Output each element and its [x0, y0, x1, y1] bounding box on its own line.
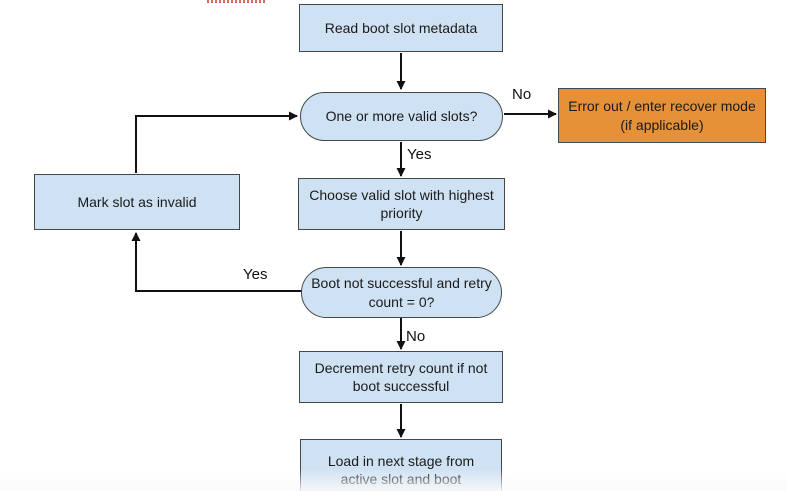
node-label: Read boot slot metadata: [324, 19, 478, 36]
node-label: Load in next stage from active slot and …: [327, 452, 475, 487]
edge-label-yes: Yes: [407, 146, 432, 163]
node-mark-slot-invalid: Mark slot as invalid: [34, 174, 240, 230]
node-label: One or more valid slots?: [325, 108, 478, 125]
edge-label-no: No: [512, 86, 532, 103]
arrow-mark-invalid-to-valid-slots: [135, 111, 298, 173]
node-read-boot-slot-metadata: Read boot slot metadata: [299, 4, 503, 52]
node-choose-valid-slot: Choose valid slot with highest priority: [298, 178, 505, 230]
arrow-bootcheck-to-mark-invalid: [131, 232, 303, 292]
edge-label-yes: Yes: [243, 266, 268, 283]
node-label: Boot not successful and retry count = 0?: [311, 275, 492, 310]
node-label: Error out / enter recover mode (if appli…: [568, 98, 756, 133]
node-error-out-recover-mode: Error out / enter recover mode (if appli…: [558, 88, 766, 143]
node-label: Decrement retry count if not boot succes…: [314, 359, 488, 394]
red-dotted-marks: [207, 0, 267, 3]
node-load-next-stage: Load in next stage from active slot and …: [300, 439, 502, 491]
node-label: Choose valid slot with highest priority: [309, 186, 494, 221]
node-decrement-retry-count: Decrement retry count if not boot succes…: [299, 351, 503, 403]
node-boot-not-successful: Boot not successful and retry count = 0?: [301, 267, 502, 318]
node-one-or-more-valid-slots: One or more valid slots?: [300, 92, 503, 141]
node-label: Mark slot as invalid: [77, 193, 197, 210]
edge-label-no: No: [406, 328, 426, 345]
